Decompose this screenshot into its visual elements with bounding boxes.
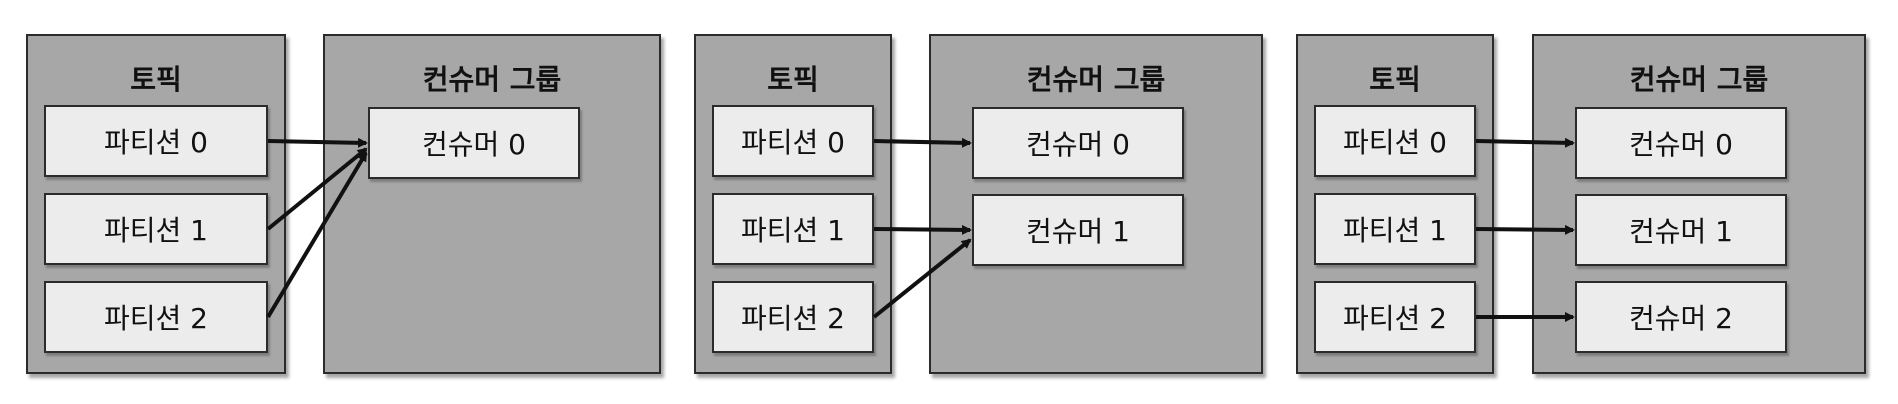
- consumer-box: 컨슈머 0: [368, 107, 580, 179]
- partition-box: 파티션 1: [44, 193, 268, 265]
- partition-box: 파티션 1: [712, 193, 874, 265]
- topic-title: 토픽: [767, 63, 819, 96]
- consumer-box: 컨슈머 2: [1575, 281, 1787, 353]
- consumer-group-title: 컨슈머 그룹: [422, 63, 562, 96]
- consumer-box: 컨슈머 1: [972, 194, 1184, 266]
- partition-box: 파티션 2: [712, 281, 874, 353]
- partition-box: 파티션 2: [44, 281, 268, 353]
- partition-box: 파티션 0: [712, 105, 874, 177]
- partition-box: 파티션 2: [1314, 281, 1476, 353]
- consumer-group-box: 컨슈머 그룹: [323, 34, 661, 374]
- topic-title: 토픽: [130, 63, 182, 96]
- consumer-box: 컨슈머 0: [1575, 107, 1787, 179]
- consumer-box: 컨슈머 0: [972, 107, 1184, 179]
- topic-title: 토픽: [1369, 63, 1421, 96]
- consumer-group-title: 컨슈머 그룹: [1629, 63, 1769, 96]
- consumer-group-title: 컨슈머 그룹: [1026, 63, 1166, 96]
- partition-box: 파티션 1: [1314, 193, 1476, 265]
- partition-box: 파티션 0: [1314, 105, 1476, 177]
- consumer-box: 컨슈머 1: [1575, 194, 1787, 266]
- partition-box: 파티션 0: [44, 105, 268, 177]
